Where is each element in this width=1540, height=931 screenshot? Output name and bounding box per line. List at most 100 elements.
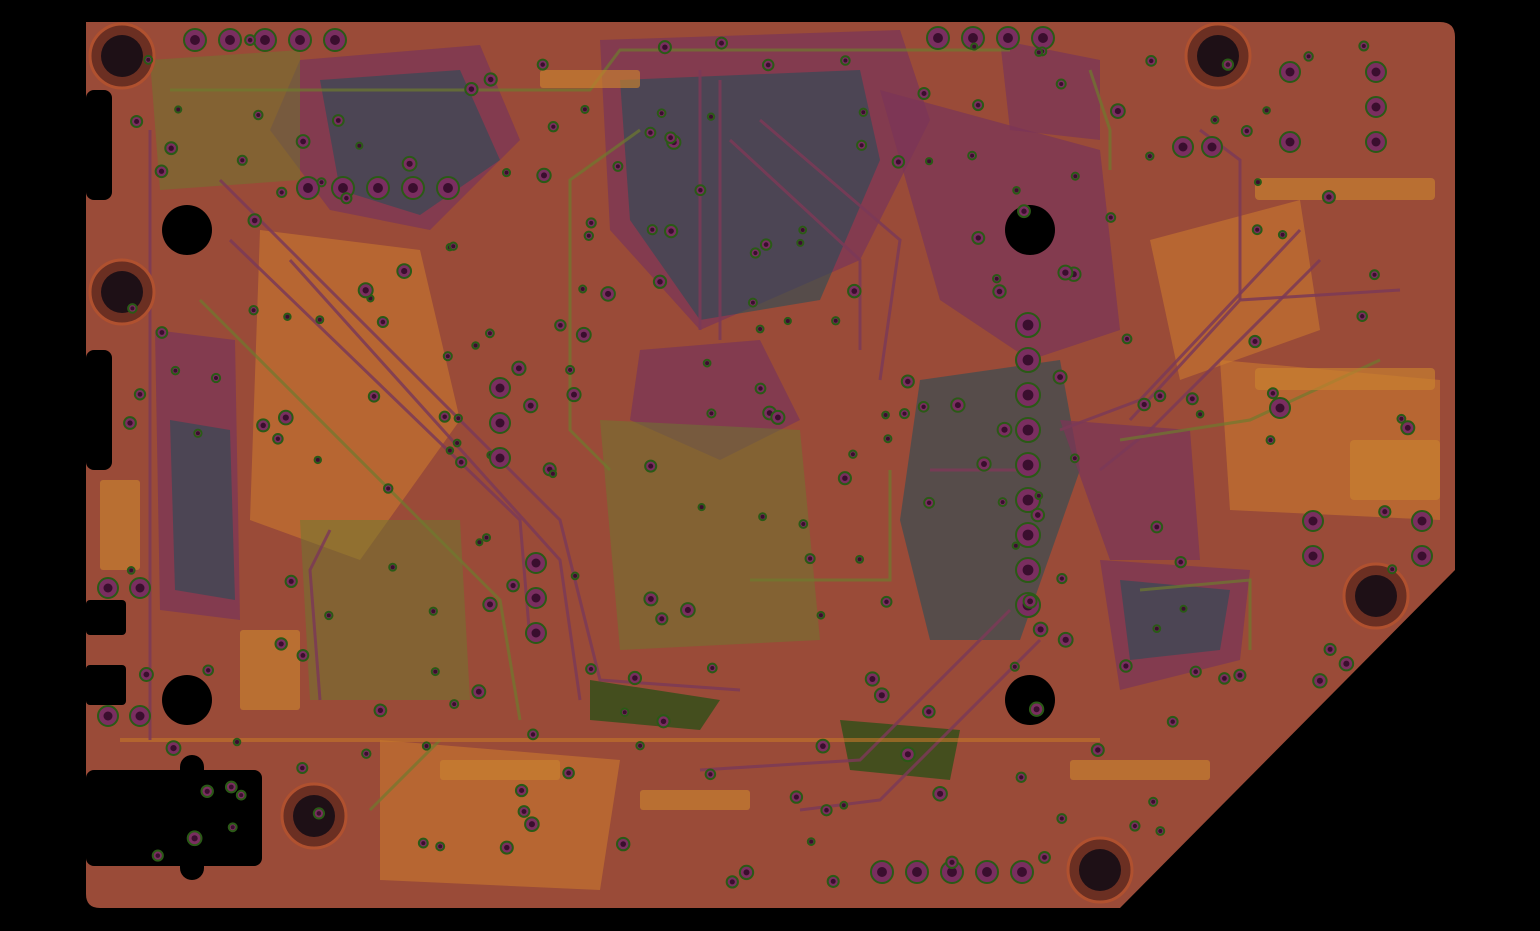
via-icon <box>870 860 894 884</box>
via-icon <box>276 186 288 198</box>
via-icon <box>706 112 716 121</box>
via-icon <box>524 816 540 832</box>
via-icon <box>224 780 238 794</box>
via-icon <box>1240 125 1253 137</box>
via-icon <box>680 602 696 618</box>
via-icon <box>484 328 495 339</box>
via-icon <box>738 864 755 881</box>
via-icon <box>288 28 312 52</box>
via-icon <box>900 374 915 389</box>
via-icon <box>1277 229 1288 240</box>
via-icon <box>1056 813 1068 824</box>
via-icon <box>1253 178 1262 187</box>
via-icon <box>856 139 868 151</box>
via-icon <box>1038 850 1051 864</box>
via-icon <box>1145 151 1155 161</box>
via-icon <box>274 637 288 651</box>
via-icon <box>1015 382 1041 408</box>
via-icon <box>315 315 325 325</box>
via-icon <box>436 176 460 200</box>
via-icon <box>313 455 323 465</box>
via-icon <box>445 446 455 455</box>
via-icon <box>236 154 248 166</box>
via-icon <box>170 365 181 376</box>
via-icon <box>702 358 712 368</box>
via-icon <box>898 408 911 420</box>
via-icon <box>151 849 164 862</box>
via-icon <box>926 26 950 50</box>
via-icon <box>277 409 294 426</box>
via-icon <box>174 105 183 114</box>
via-icon <box>1265 435 1276 446</box>
via-icon <box>554 319 567 332</box>
via-icon <box>421 741 432 751</box>
via-icon <box>1032 621 1049 638</box>
via-icon <box>891 155 906 169</box>
via-icon <box>972 99 985 112</box>
via-icon <box>754 382 767 395</box>
via-icon <box>1378 505 1392 519</box>
via-icon <box>376 315 389 329</box>
via-icon <box>382 483 394 494</box>
via-icon <box>1121 333 1133 345</box>
via-icon <box>448 241 458 251</box>
via-icon <box>562 766 575 780</box>
mounting-hole-icon <box>1342 562 1410 630</box>
via-icon <box>663 223 679 239</box>
via-icon <box>183 28 207 52</box>
via-icon <box>165 740 182 756</box>
via-icon <box>816 610 826 620</box>
via-icon <box>694 184 707 197</box>
via-icon <box>1022 593 1038 609</box>
via-icon <box>1015 347 1041 373</box>
via-icon <box>525 622 547 644</box>
via-icon <box>129 705 151 727</box>
via-icon <box>967 150 977 161</box>
via-icon <box>1185 392 1199 406</box>
via-icon <box>770 409 786 425</box>
via-icon <box>1269 397 1291 419</box>
via-icon <box>1400 420 1416 436</box>
via-icon <box>932 786 948 802</box>
via-icon <box>656 108 667 119</box>
via-icon <box>200 784 214 799</box>
via-icon <box>417 837 429 849</box>
via-icon <box>547 121 559 133</box>
via-icon <box>202 664 215 677</box>
via-icon <box>644 126 657 139</box>
via-icon <box>401 176 425 200</box>
via-icon <box>755 324 765 334</box>
via-icon <box>536 167 552 184</box>
via-icon <box>1119 659 1133 673</box>
via-icon <box>566 387 582 403</box>
via-icon <box>430 667 440 677</box>
via-icon <box>1302 545 1324 567</box>
via-icon <box>442 351 453 362</box>
via-icon <box>585 217 597 229</box>
via-icon <box>517 805 531 818</box>
via-icon <box>499 840 514 855</box>
via-icon <box>1396 413 1407 424</box>
via-icon <box>804 553 816 565</box>
via-icon <box>127 303 138 314</box>
via-icon <box>570 571 580 581</box>
via-icon <box>1148 796 1159 807</box>
via-icon <box>921 704 936 719</box>
via-icon <box>950 397 966 413</box>
via-icon <box>725 875 739 889</box>
via-icon <box>1012 186 1021 195</box>
via-icon <box>758 512 768 522</box>
via-icon <box>873 687 890 704</box>
via-icon <box>1150 520 1164 534</box>
via-icon <box>1312 673 1328 689</box>
via-icon <box>355 141 364 150</box>
via-icon <box>917 400 930 413</box>
via-icon <box>1356 310 1368 322</box>
via-icon <box>1015 522 1041 548</box>
via-icon <box>471 341 480 350</box>
via-icon <box>1251 224 1263 236</box>
via-icon <box>900 746 916 763</box>
via-icon <box>644 459 658 473</box>
via-icon <box>1195 409 1205 419</box>
